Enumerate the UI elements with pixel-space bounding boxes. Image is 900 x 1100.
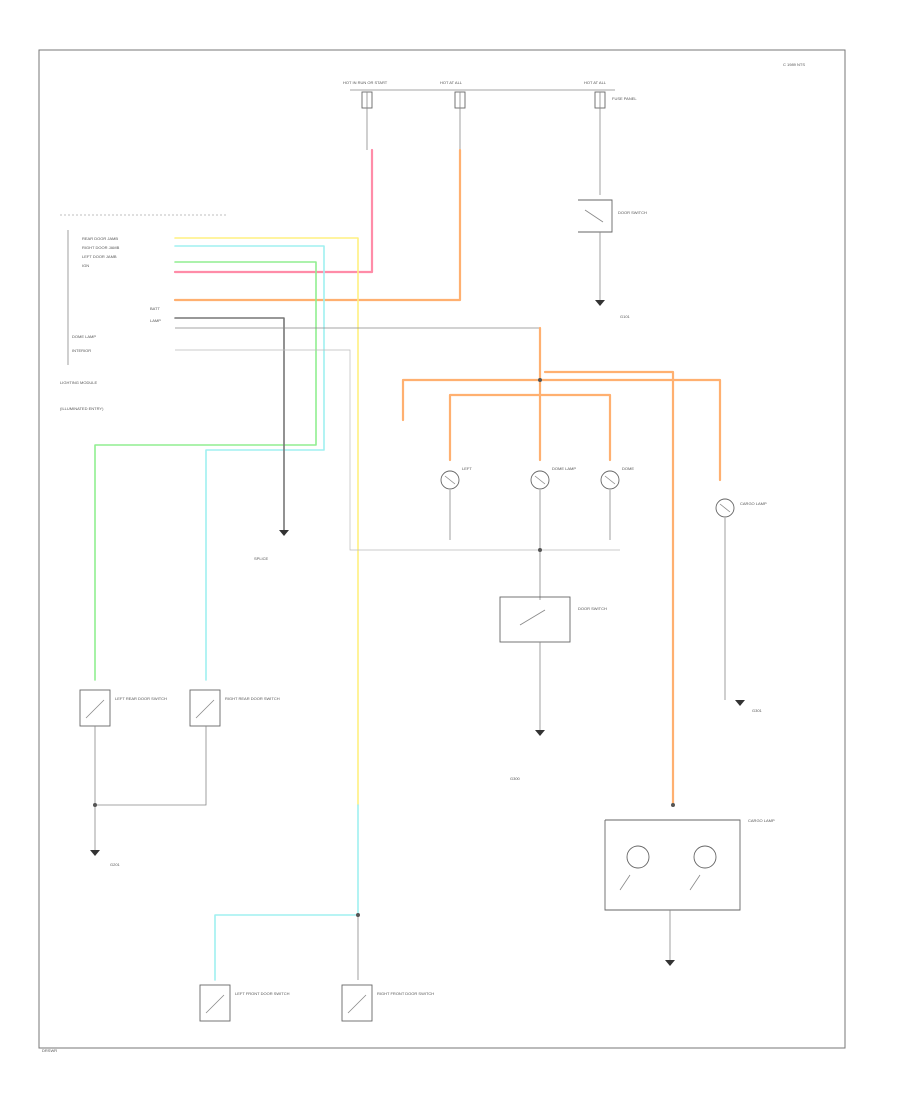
- cargo-lamp-label: CARGO LAMP: [748, 818, 775, 823]
- door-switch-top-label: DOOR SWITCH: [618, 210, 647, 215]
- pin-label-1: REAR DOOR JAMB: [82, 236, 118, 241]
- dome-lamp-label: DOME LAMP: [552, 466, 576, 471]
- top-fuse-mid-label: HOT AT ALL: [440, 80, 463, 85]
- pin-label-2: RIGHT DOOR JAMB: [82, 245, 120, 250]
- ground-bottom-symbol: [665, 960, 675, 966]
- top-fuse-right-label: HOT AT ALL: [584, 80, 607, 85]
- wire-gray: [174, 317, 285, 531]
- pin-label-3: LEFT DOOR JAMB: [82, 254, 117, 259]
- module-sub-label: (ILLUMINATED ENTRY): [60, 406, 104, 411]
- left-rear-switch-label: LEFT REAR DOOR SWITCH: [115, 696, 167, 701]
- ground-gray-symbol: [279, 530, 289, 536]
- ground-left-label: G201: [110, 862, 121, 867]
- ground-left-symbol: [90, 850, 100, 856]
- pin-label-7: DOME LAMP: [72, 334, 96, 339]
- courtesy-lamp-group: CARGO LAMP: [715, 498, 767, 518]
- dome-lamp-group: DOME LAMP: [530, 466, 576, 490]
- diagram-frame: [38, 49, 846, 1049]
- ground-right-label: G301: [752, 708, 763, 713]
- junction-dots: [93, 378, 675, 917]
- wire-cyan: [174, 245, 325, 681]
- top-fuse-mid-group: HOT AT ALL: [440, 80, 466, 109]
- right-lamp-group: DOME: [600, 466, 634, 490]
- pin-label-5: BATT: [150, 306, 160, 311]
- wire-yellow: [174, 237, 359, 806]
- dome-switch-text: DOOR SWITCH: [578, 606, 607, 611]
- ground-top-right-label: G101: [620, 314, 631, 319]
- wire-green: [94, 261, 317, 681]
- left-rear-switch-group: LEFT REAR DOOR SWITCH: [79, 689, 167, 727]
- ground-mid-symbol: [535, 730, 545, 736]
- corner-id: C 1989 NTS: [783, 62, 805, 67]
- pin-label-6: LAMP: [150, 318, 161, 323]
- cargo-lamp-group: LEFT: [440, 466, 472, 490]
- wire-orange-mid: [173, 148, 462, 302]
- right-lamp-text: DOME: [622, 466, 634, 471]
- top-fuse-right-group: HOT AT ALL FUSE PANEL: [584, 80, 637, 109]
- ground-top-right-symbol: [595, 300, 605, 306]
- pin-label-8: INTERIOR: [72, 348, 91, 353]
- left-front-switch-group: LEFT FRONT DOOR SWITCH: [199, 984, 290, 1022]
- wire-thin-connector: [175, 349, 620, 551]
- right-front-switch-group: RIGHT FRONT DOOR SWITCH: [341, 984, 434, 1022]
- lamp-tails: [449, 490, 726, 700]
- cargo-bottom-group: CARGO LAMP: [604, 818, 775, 911]
- top-fuse-left-label: HOT IN RUN OR START: [343, 80, 388, 85]
- footer-label: DRSWR: [42, 1048, 57, 1053]
- connector-pins: REAR DOOR JAMB RIGHT DOOR JAMB LEFT DOOR…: [60, 236, 161, 411]
- top-fuse-left-group: HOT IN RUN OR START: [343, 80, 388, 109]
- left-front-switch-label: LEFT FRONT DOOR SWITCH: [235, 991, 290, 996]
- wire-pink: [173, 148, 374, 274]
- right-front-switch-label: RIGHT FRONT DOOR SWITCH: [377, 991, 434, 996]
- module-label: LIGHTING MODULE: [60, 380, 97, 385]
- courtesy-lamp-label: CARGO LAMP: [740, 501, 767, 506]
- gray-ground-text: SPLICE: [254, 556, 269, 561]
- ground-courtesy-symbol: [735, 700, 745, 706]
- ground-mid-label: G300: [510, 776, 521, 781]
- dome-switch-group: DOOR SWITCH: [499, 596, 607, 643]
- door-switch-top-right: DOOR SWITCH: [578, 199, 647, 233]
- cargo-lamp-text: LEFT: [462, 466, 472, 471]
- right-rear-switch-label: RIGHT REAR DOOR SWITCH: [225, 696, 280, 701]
- pin-label-4: IGN: [82, 263, 89, 268]
- fuse-panel-label: FUSE PANEL: [612, 96, 637, 101]
- right-rear-switch-group: RIGHT REAR DOOR SWITCH: [189, 689, 280, 727]
- rear-switch-bus: [94, 726, 207, 850]
- wire-orange-branch: [401, 326, 722, 807]
- wire-cyan-front: [214, 804, 359, 981]
